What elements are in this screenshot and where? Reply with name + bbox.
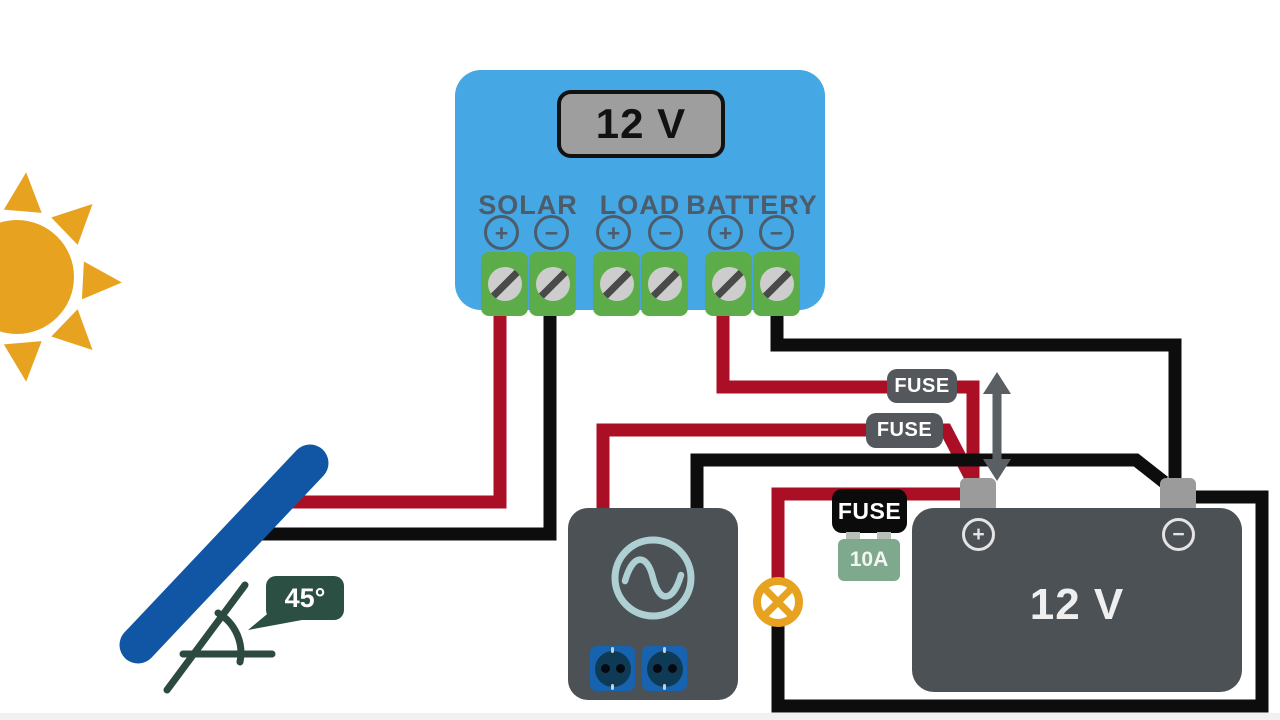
fuse-rating-badge: 10A — [838, 539, 900, 581]
sun-icon — [0, 172, 122, 382]
fuse-load: FUSE — [832, 489, 907, 533]
battery: + − 12 V — [912, 508, 1242, 692]
controller-voltage: 12 V — [595, 100, 687, 147]
load-plus-icon: + — [596, 215, 631, 250]
battery-negative-post — [1160, 478, 1196, 512]
battery-minus-icon: − — [759, 215, 794, 250]
fuse-tab — [846, 532, 860, 540]
wire-solar-positive — [270, 312, 507, 509]
screw-icon — [759, 267, 794, 301]
inverter — [568, 508, 738, 700]
terminal-block-solar-minus — [529, 252, 576, 316]
wire-battery-positive — [716, 312, 980, 480]
fuse-tab — [877, 532, 891, 540]
solar-plus-icon: + — [484, 215, 519, 250]
bubble-tail — [248, 610, 302, 630]
fuse-inverter: FUSE — [866, 413, 943, 448]
terminal-block-solar-plus — [481, 252, 528, 316]
ac-outlet — [642, 646, 687, 691]
wire-solar-negative — [253, 312, 557, 541]
outlet-socket — [646, 650, 683, 687]
screw-icon — [711, 267, 746, 301]
tilt-angle-bubble: 45° — [266, 576, 344, 620]
load-minus-icon: − — [648, 215, 683, 250]
wire-load-negative — [771, 490, 1269, 713]
wire-battery-negative — [770, 312, 1182, 480]
battery-voltage: 12 V — [1029, 580, 1125, 629]
battery-plus-terminal-icon: + — [962, 518, 995, 551]
bottom-strip — [0, 713, 1280, 720]
tilt-angle-icon — [163, 581, 276, 694]
tilt-angle-value: 45° — [284, 582, 326, 613]
screw-icon — [647, 267, 682, 301]
charge-discharge-arrow-icon — [983, 372, 1011, 481]
fuse-battery: FUSE — [887, 369, 957, 403]
terminal-block-load-minus — [641, 252, 688, 316]
ac-sine-icon — [611, 536, 695, 620]
terminal-block-load-plus — [593, 252, 640, 316]
terminal-block-battery-plus — [705, 252, 752, 316]
battery-plus-icon: + — [708, 215, 743, 250]
label-solar: SOLAR — [478, 190, 578, 220]
solar-panel — [119, 444, 329, 664]
label-battery: BATTERY — [686, 190, 818, 220]
battery-positive-post — [960, 478, 996, 512]
screw-icon — [599, 267, 634, 301]
battery-minus-terminal-icon: − — [1162, 518, 1195, 551]
controller-display: 12 V — [557, 90, 725, 158]
screw-icon — [535, 267, 570, 301]
solar-minus-icon: − — [534, 215, 569, 250]
wire-inverter-negative — [690, 453, 1169, 512]
ac-outlet — [590, 646, 635, 691]
screw-icon — [487, 267, 522, 301]
terminal-block-battery-minus — [753, 252, 800, 316]
outlet-socket — [594, 650, 631, 687]
lamp-icon — [753, 577, 803, 627]
